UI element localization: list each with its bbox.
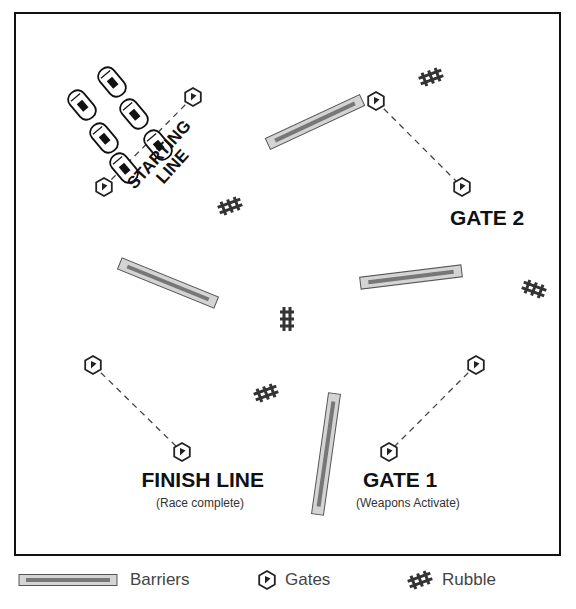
legend-text: Rubble (442, 570, 496, 590)
car (117, 96, 151, 132)
gate (468, 356, 484, 374)
gate (454, 178, 470, 196)
car (87, 120, 121, 156)
gate (368, 92, 384, 110)
barrier (360, 265, 463, 289)
gate (174, 443, 190, 461)
barrier (265, 95, 364, 150)
gate-note: (Weapons Activate) (356, 497, 460, 510)
car (65, 87, 99, 123)
car (95, 64, 129, 100)
finish-label: FINISH LINE (142, 469, 265, 491)
barrier (312, 393, 341, 515)
finish-line (93, 365, 182, 452)
rubble-swatch (405, 569, 435, 591)
rubble (417, 66, 444, 87)
barrier (118, 258, 219, 308)
gate (185, 88, 201, 106)
legend-text: Barriers (130, 570, 190, 590)
gate-swatch (257, 569, 277, 591)
rubble (252, 382, 279, 403)
gate-label: GATE 1 (363, 469, 437, 491)
gate (85, 356, 101, 374)
rubble (280, 307, 294, 331)
barrier-swatch (18, 569, 118, 591)
gate (96, 178, 112, 196)
gate-note: (Race complete) (156, 497, 244, 510)
map-frame (15, 13, 560, 555)
legend-text: Gates (285, 570, 330, 590)
gate-line (376, 101, 462, 187)
gate-label: GATE 2 (450, 207, 524, 229)
gate-line (389, 365, 476, 452)
gate (381, 443, 397, 461)
rubble (520, 278, 547, 299)
rubble (216, 195, 243, 216)
